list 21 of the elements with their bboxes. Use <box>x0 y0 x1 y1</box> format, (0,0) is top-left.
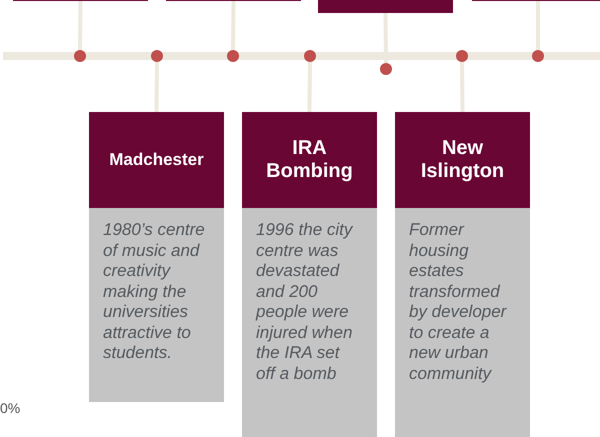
connector-line <box>536 1 540 50</box>
card-title: New Islington <box>395 112 530 208</box>
timeline-dot <box>304 50 316 62</box>
axis-label: 0% <box>0 400 20 416</box>
card-title: IRA Bombing <box>242 112 377 208</box>
card-description: 1996 the city centre was devastated and 200 people were injured when the IRA set off a bomb <box>242 208 377 437</box>
timeline-dot <box>227 50 239 62</box>
timeline-dot <box>151 50 163 62</box>
connector-line <box>460 62 464 112</box>
card-title: Madchester <box>89 112 224 208</box>
connector-line <box>154 62 159 112</box>
card-description: 1980’s centre of music and creativity making the universities attractive to students. <box>89 208 224 402</box>
timeline-dot <box>74 50 86 62</box>
connector-line <box>231 0 236 50</box>
timeline-dot <box>456 50 468 62</box>
connector-line <box>78 0 82 50</box>
timeline-dot <box>380 63 392 75</box>
connector-line <box>384 12 388 64</box>
timeline-dot <box>532 50 544 62</box>
connector-line <box>308 62 312 112</box>
card-description: Former housing estates transformed by developer to create a new urban community <box>395 208 530 437</box>
